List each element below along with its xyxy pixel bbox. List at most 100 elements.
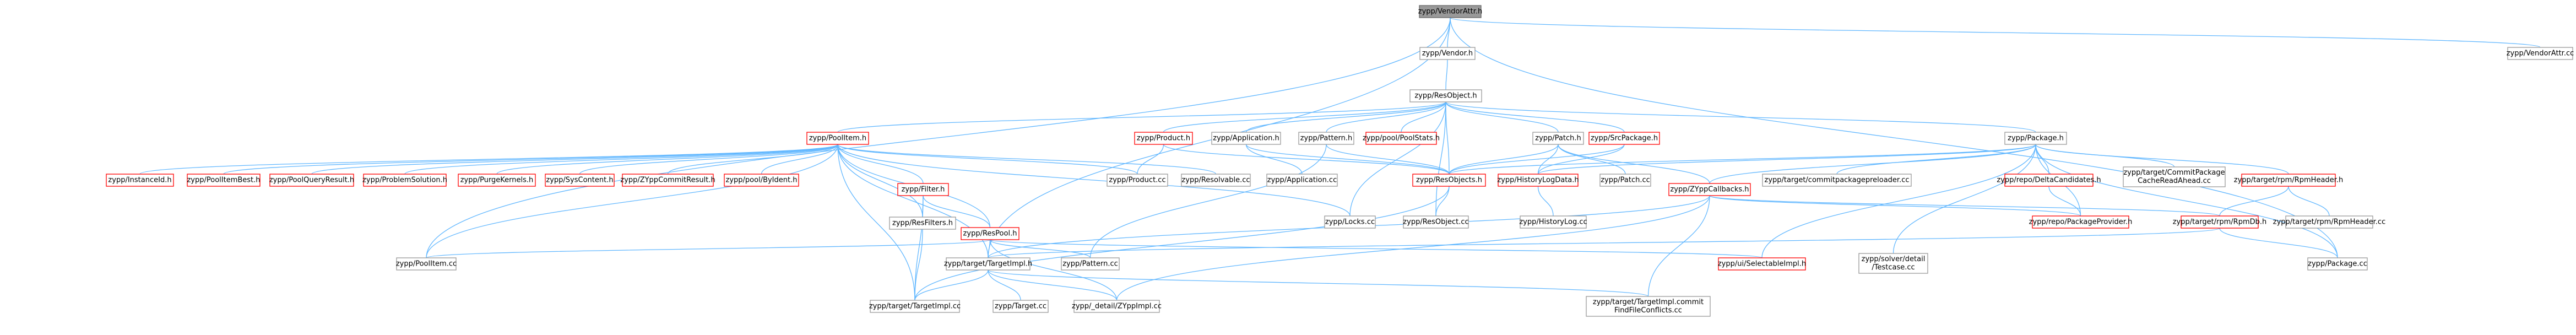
node-label: zypp/Package.h [2008, 134, 2064, 143]
node-poolitembest-h[interactable]: zypp/PoolItemBest.h [187, 174, 261, 187]
node-label: zypp/HistoryLog.cc [1519, 218, 1587, 226]
node-targetimpl-h[interactable]: zypp/target/TargetImpl.h [944, 257, 1032, 271]
node-box [1211, 132, 1281, 145]
node-resobjects-h[interactable]: zypp/ResObjects.h [1412, 174, 1486, 187]
node-box [1532, 132, 1584, 145]
node-packageprovider-h[interactable]: zypp/repo/PackageProvider.h [2029, 215, 2133, 229]
node-label: zypp/PurgeKernels.h [460, 176, 534, 185]
node-application-cc[interactable]: zypp/Application.cc [1266, 174, 1338, 187]
edge-rpmheader_h-to-rpmdb_h [2219, 181, 2291, 217]
node-poolstats-h[interactable]: zypp/pool/PoolStats.h [1363, 132, 1440, 145]
node-label: zypp/Patch.h [1535, 134, 1581, 143]
edge-poolitem_h-to-resolvable_cc [835, 139, 1217, 175]
node-box [1073, 300, 1160, 313]
node-respool-h[interactable]: zypp/ResPool.h [961, 227, 1019, 240]
node-zyppcallbacks-h[interactable]: zypp/ZYppCallbacks.h [1668, 183, 1751, 196]
edge-poolitem_h-to-product_cc [835, 139, 1138, 175]
edge-zyppcallbacks_h-to-packageprovider_h [1707, 191, 2081, 217]
node-zyppimpl-cc[interactable]: zypp/_detail/ZYppImpl.cc [1072, 300, 1162, 313]
node-pattern-cc[interactable]: zypp/Pattern.cc [1061, 257, 1120, 271]
node-poolqueryresult-h[interactable]: zypp/PoolQueryResult.h [269, 174, 354, 187]
node-commitpackagecache-cc[interactable]: zypp/target/CommitPackageCacheReadAhead.… [2123, 166, 2226, 187]
edge-poolitem_h-to-instanceid_h [139, 139, 840, 175]
node-box [2004, 132, 2067, 145]
node-historylog-cc[interactable]: zypp/HistoryLog.cc [1519, 215, 1587, 229]
node-srcpackage-h[interactable]: zypp/SrcPackage.h [1588, 132, 1660, 145]
node-poolitem-h[interactable]: zypp/PoolItem.h [806, 132, 869, 145]
node-product-h[interactable]: zypp/Product.h [1134, 132, 1193, 145]
node-label: zypp/ZYppCallbacks.h [1670, 186, 1749, 194]
node-zyppcommitresult-h[interactable]: zypp/ZYppCommitResult.h [620, 174, 715, 187]
edge-poolitem_h-to-targetimpl_h [835, 139, 989, 258]
node-box [1419, 5, 1482, 18]
edge-zyppcallbacks_h-to-zyppimpl_cc [1116, 191, 1712, 301]
node-resolvable-cc[interactable]: zypp/Resolvable.cc [1181, 174, 1251, 187]
node-deltacandidates-h[interactable]: zypp/repo/DeltaCandidates.h [1997, 174, 2101, 187]
node-box [1762, 174, 1912, 187]
node-package-cc[interactable]: zypp/Package.cc [2307, 257, 2368, 271]
node-label: zypp/target/TargetImpl.commit [1593, 298, 1704, 306]
node-locks-cc[interactable]: zypp/Locks.cc [1324, 215, 1376, 229]
edge-poolitem_h-to-syscontent_h [579, 139, 840, 175]
node-targetimpl-cc[interactable]: zypp/target/TargetImpl.cc [869, 300, 961, 313]
edge-poolitem_h-to-resfilters_h [835, 139, 923, 218]
node-selectableimpl-h[interactable]: zypp/ui/SelectableImpl.h [1718, 257, 1806, 271]
edge-resobject_h-to-poolstats_h [1401, 97, 1449, 133]
node-testcase-cc[interactable]: zypp/solver/detail/Testcase.cc [1858, 253, 1928, 274]
node-box [1498, 174, 1579, 187]
node-box [1599, 174, 1651, 187]
node-vendorattr-cc[interactable]: zypp/VendorAttr.cc [2507, 47, 2574, 60]
node-package-h[interactable]: zypp/Package.h [2004, 132, 2067, 145]
edge-product_h-to-resobjects_h [1160, 139, 1450, 175]
node-box [1718, 257, 1806, 271]
node-filter-h[interactable]: zypp/Filter.h [897, 183, 949, 196]
node-product-cc[interactable]: zypp/Product.cc [1107, 174, 1168, 187]
node-rpmheader-cc[interactable]: zypp/target/rpm/RpmHeader.cc [2273, 215, 2385, 229]
node-resfilters-h[interactable]: zypp/ResFilters.h [889, 217, 956, 230]
node-vendorattr-h[interactable]: zypp/VendorAttr.h [1418, 5, 1482, 18]
edge-poolitem_h-to-targetimpl_cc [835, 139, 915, 301]
node-box [724, 174, 799, 187]
edge-respool_h-to-pattern_cc [987, 235, 1091, 258]
edge-vendorattr_h-to-package_cc [1447, 13, 2338, 258]
edge-resobjects_h-to-resobject_cc [1435, 181, 1452, 217]
node-label: zypp/ProblemSolution.h [362, 176, 447, 185]
node-label: zypp/Target.cc [995, 302, 1046, 311]
node-syscontent-h[interactable]: zypp/SysContent.h [545, 174, 615, 187]
node-label: zypp/HistoryLogData.h [1497, 176, 1579, 185]
node-box [1365, 132, 1437, 145]
node-box [1588, 132, 1660, 145]
node-label: zypp/PoolItem.cc [396, 260, 457, 268]
node-rpmdb-h[interactable]: zypp/target/rpm/RpmDb.h [2173, 215, 2267, 229]
node-instanceid-h[interactable]: zypp/InstanceId.h [106, 174, 174, 187]
node-patch-h[interactable]: zypp/Patch.h [1532, 132, 1584, 145]
node-box [1409, 89, 1482, 102]
node-targetimpl-commit-cc[interactable]: zypp/target/TargetImpl.commitFindFileCon… [1586, 296, 1711, 317]
node-byident-h[interactable]: zypp/pool/ByIdent.h [724, 174, 799, 187]
node-rpmheader-h[interactable]: zypp/target/rpm/RpmHeader.h [2234, 174, 2343, 187]
edge-poolitem_h-to-problemsolution_h [404, 139, 840, 175]
edge-targetimpl_h-to-zyppimpl_cc [985, 265, 1118, 301]
node-box [1586, 296, 1711, 317]
node-pattern-h[interactable]: zypp/Pattern.h [1298, 132, 1354, 145]
node-commitpackagepreloader-cc[interactable]: zypp/target/commitpackagepreloader.cc [1762, 174, 1912, 187]
node-poolitem-cc[interactable]: zypp/PoolItem.cc [396, 257, 457, 271]
node-historylogdata-h[interactable]: zypp/HistoryLogData.h [1497, 174, 1579, 187]
node-resobject-cc[interactable]: zypp/ResObject.cc [1403, 215, 1469, 229]
node-box [806, 132, 869, 145]
edge-poolitem_h-to-zyppcommitresult_h [667, 139, 840, 175]
node-problemsolution-h[interactable]: zypp/ProblemSolution.h [362, 174, 447, 187]
node-label: zypp/Vendor.h [1422, 50, 1473, 58]
node-resobject-h[interactable]: zypp/ResObject.h [1409, 89, 1482, 102]
edge-poolitem_h-to-purgekernels_h [496, 139, 840, 175]
node-box [2307, 257, 2368, 271]
node-label: zypp/Filter.h [902, 186, 945, 194]
node-purgekernels-h[interactable]: zypp/PurgeKernels.h [458, 174, 536, 187]
node-vendor-h[interactable]: zypp/Vendor.h [1419, 47, 1476, 60]
node-label: zypp/_detail/ZYppImpl.cc [1072, 302, 1162, 311]
node-target-cc[interactable]: zypp/Target.cc [993, 300, 1049, 313]
node-application-h[interactable]: zypp/Application.h [1211, 132, 1281, 145]
node-label: zypp/PoolQueryResult.h [269, 176, 354, 185]
node-box [1412, 174, 1486, 187]
node-patch-cc[interactable]: zypp/Patch.cc [1599, 174, 1651, 187]
